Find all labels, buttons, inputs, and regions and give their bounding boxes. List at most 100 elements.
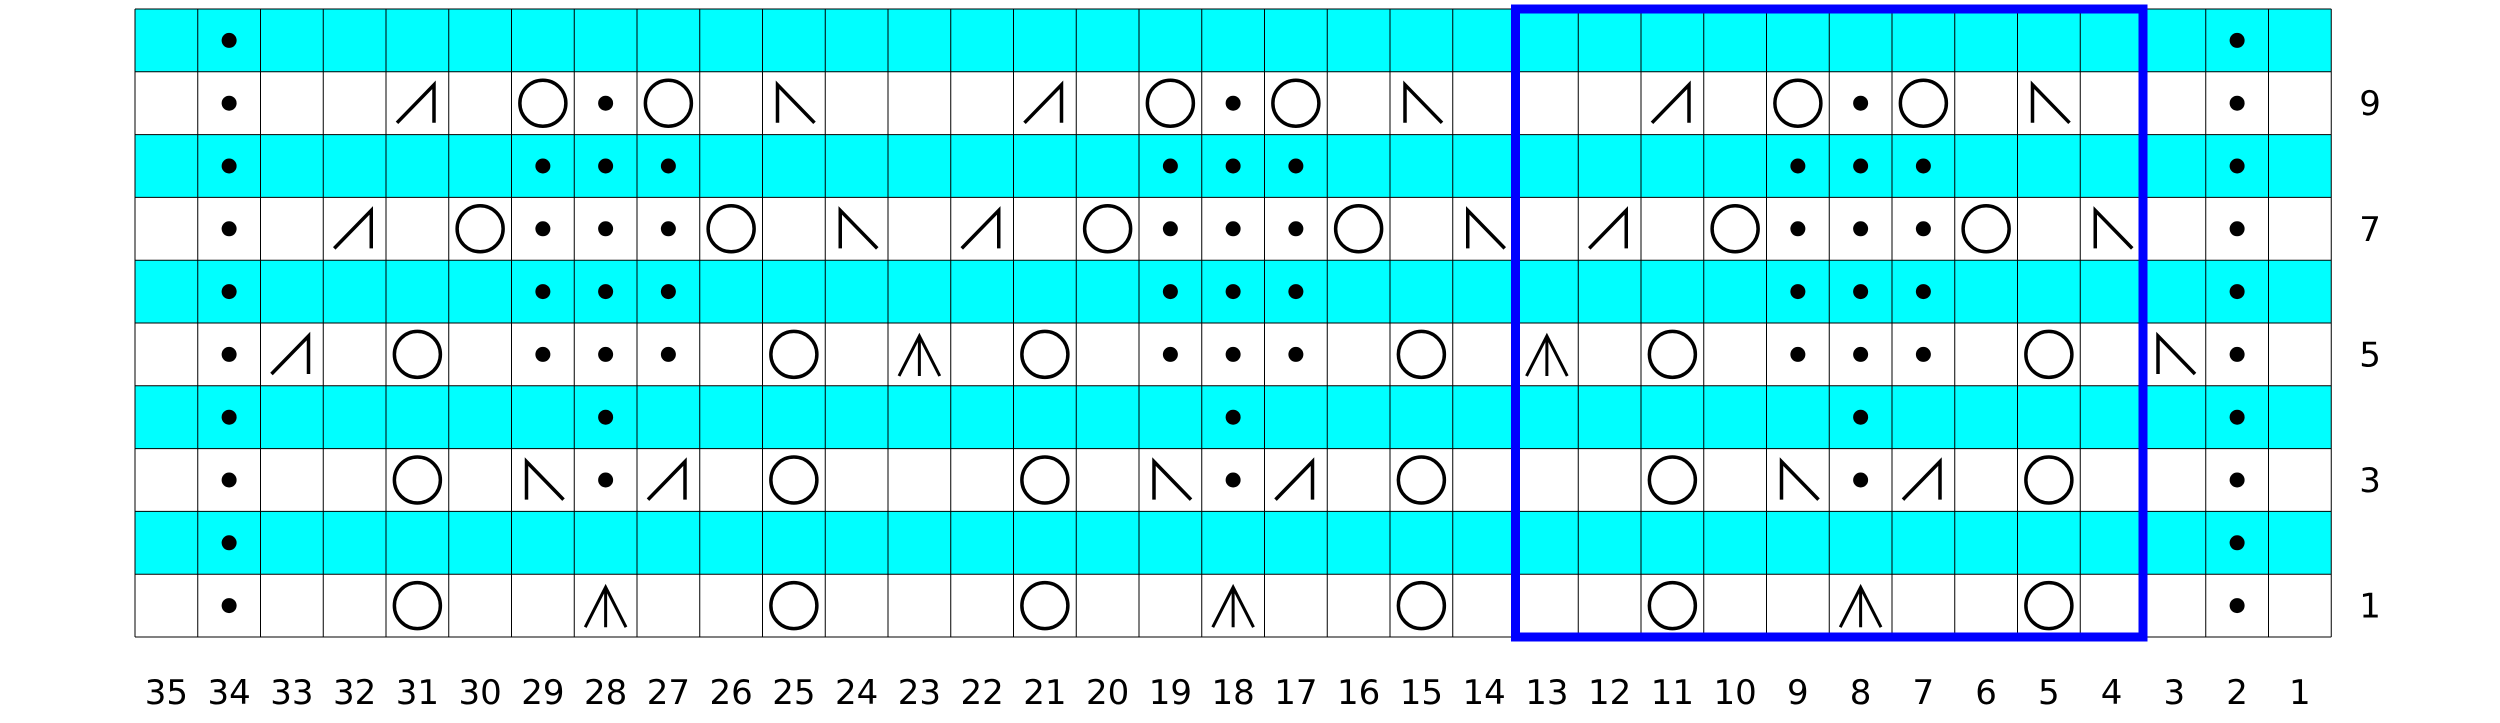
column-number-label: 11 [1651,673,1694,713]
column-number-label: 10 [1713,673,1756,713]
column-number-label: 12 [1588,673,1631,713]
dot-icon [1915,158,1931,174]
dot-icon [2229,409,2245,425]
dot-mark [535,346,551,362]
dot-icon [598,95,614,111]
circle-mark [455,204,505,254]
dot-icon [1790,284,1806,300]
dot-icon [1225,221,1241,237]
circle-icon [769,580,819,631]
dot-icon [2229,221,2245,237]
circle-icon [769,455,819,505]
dot-mark [1853,472,1869,488]
dot-mark [660,158,676,174]
dot-icon [2229,95,2245,111]
dot-icon [1915,284,1931,300]
centered-double-decrease-icon [583,583,628,628]
right-slant-decrease-icon [1023,80,1064,125]
column-number-label: 30 [458,673,501,713]
row-number-label: 9 [2359,84,2381,124]
dot-mark [1162,346,1178,362]
dot-mark [1162,221,1178,237]
circle-icon [1082,204,1133,254]
dot-mark [1915,346,1931,362]
dot-mark [535,284,551,300]
dot-mark [1288,221,1304,237]
dot-icon [1853,409,1869,425]
circle-mark [2024,329,2074,380]
dot-icon [1225,346,1241,362]
dot-mark [2229,284,2245,300]
circle-icon [643,78,694,128]
circle-mark [643,78,694,128]
column-number-label: 33 [270,673,313,713]
dot-icon [1225,472,1241,488]
dot-mark [660,284,676,300]
circle-mark [1396,455,1447,505]
k2tog-mark [646,457,687,501]
right-slant-decrease-icon [960,206,1001,250]
k2tog-mark [1587,206,1628,250]
centered-double-decrease-icon [1838,583,1883,628]
cdd-mark [1525,332,1569,377]
k2tog-mark [1274,457,1315,501]
left-slant-decrease-icon [2156,331,2197,376]
circle-icon [1710,204,1760,254]
ssk-mark [775,80,816,125]
circle-icon [1396,329,1447,380]
dot-mark [2229,32,2245,48]
dot-icon [1225,409,1241,425]
circle-icon [1647,455,1698,505]
left-slant-decrease-icon [1466,206,1507,250]
right-slant-decrease-icon [270,331,311,376]
ssk-mark [838,206,879,250]
dot-mark [1162,284,1178,300]
dot-icon [1225,158,1241,174]
circle-mark [392,455,443,505]
dot-mark [1915,221,1931,237]
column-number-label: 31 [396,673,439,713]
dot-mark [2229,409,2245,425]
dot-icon [1853,95,1869,111]
dot-mark [1225,409,1241,425]
circle-icon [392,580,443,631]
column-number-label: 19 [1149,673,1192,713]
circle-mark [392,329,443,380]
dot-mark [1225,472,1241,488]
row-number-label: 1 [2359,587,2381,627]
dot-icon [598,284,614,300]
column-number-label: 7 [1913,673,1935,713]
dot-icon [598,158,614,174]
dot-mark [1790,221,1806,237]
column-number-label: 22 [960,673,1003,713]
left-slant-decrease-icon [1152,457,1193,501]
dot-mark [2229,598,2245,614]
circle-mark [1898,78,1949,128]
column-number-label: 35 [145,673,188,713]
circle-mark [1396,329,1447,380]
dot-icon [1162,158,1178,174]
right-slant-decrease-icon [1650,80,1691,125]
dot-mark [221,535,237,551]
circle-icon [769,329,819,380]
pattern-repeat-box [1511,4,2148,642]
left-slant-decrease-icon [2030,80,2071,125]
ssk-mark [2156,331,2197,376]
right-slant-decrease-icon [1274,457,1315,501]
right-slant-decrease-icon [1587,206,1628,250]
circle-mark [1271,78,1321,128]
dot-mark [535,221,551,237]
dot-icon [1853,346,1869,362]
circle-icon [2024,329,2074,380]
column-number-label: 27 [647,673,690,713]
row-number-label: 3 [2359,461,2381,501]
dot-icon [2229,346,2245,362]
right-slant-decrease-icon [332,206,373,250]
ssk-mark [1403,80,1444,125]
dot-icon [221,409,237,425]
centered-double-decrease-icon [1211,583,1255,628]
dot-mark [2229,158,2245,174]
k2tog-mark [1023,80,1064,125]
dot-icon [221,284,237,300]
